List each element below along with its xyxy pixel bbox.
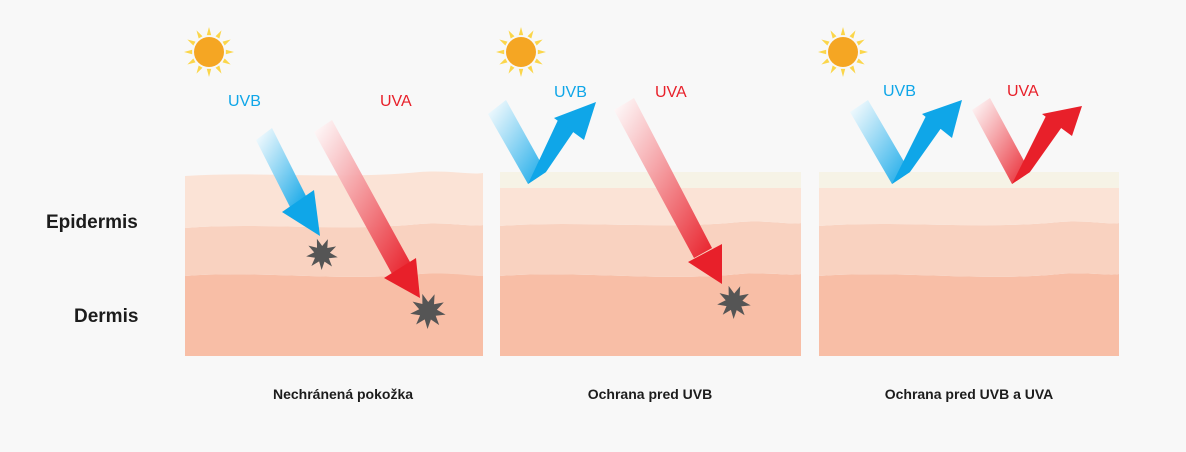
uva-arrow-penetrating	[614, 98, 722, 284]
uvb-label: UVB	[554, 84, 587, 101]
protective-layer	[819, 172, 1119, 188]
skin-layer-top	[500, 188, 801, 226]
protective-layer	[500, 172, 801, 188]
skin-layer-bottom	[500, 273, 801, 356]
uvb-label: UVB	[228, 93, 261, 110]
skin-panel-full-protected	[819, 172, 1119, 356]
damage-burst-icon	[410, 293, 446, 329]
uvb-arrow-penetrating	[256, 128, 320, 236]
damage-burst-icon	[306, 238, 338, 270]
skin-panel-unprotected	[185, 171, 483, 356]
uva-label: UVA	[1007, 83, 1039, 100]
uvb-arrow-reflected	[488, 100, 596, 184]
sun-icon	[184, 27, 234, 77]
skin-panel-uvb-protected	[500, 172, 801, 356]
caption-unprotected: Nechránená pokožka	[272, 386, 414, 402]
skin-layer-middle	[819, 221, 1119, 277]
uva-arrow-penetrating	[314, 120, 420, 298]
epidermis-label: Epidermis	[46, 212, 138, 233]
skin-layer-middle	[500, 221, 801, 277]
skin-layer-bottom	[185, 273, 483, 356]
dermis-label: Dermis	[74, 306, 139, 327]
skin-layer-middle	[185, 223, 483, 277]
uva-label: UVA	[380, 93, 412, 110]
caption-uvb-protection: Ochrana pred UVB	[587, 386, 713, 402]
skin-layer-top	[819, 188, 1119, 226]
sun-icon	[818, 27, 868, 77]
sun-icon	[496, 27, 546, 77]
uva-label: UVA	[655, 84, 687, 101]
uva-arrow-reflected	[972, 98, 1082, 184]
damage-burst-icon	[717, 285, 751, 319]
skin-layer-top	[185, 171, 483, 228]
skin-layer-bottom	[819, 273, 1119, 356]
uvb-arrow-reflected	[850, 100, 962, 184]
uvb-label: UVB	[883, 83, 916, 100]
caption-uvb-uva-protection: Ochrana pred UVB a UVA	[884, 386, 1054, 402]
